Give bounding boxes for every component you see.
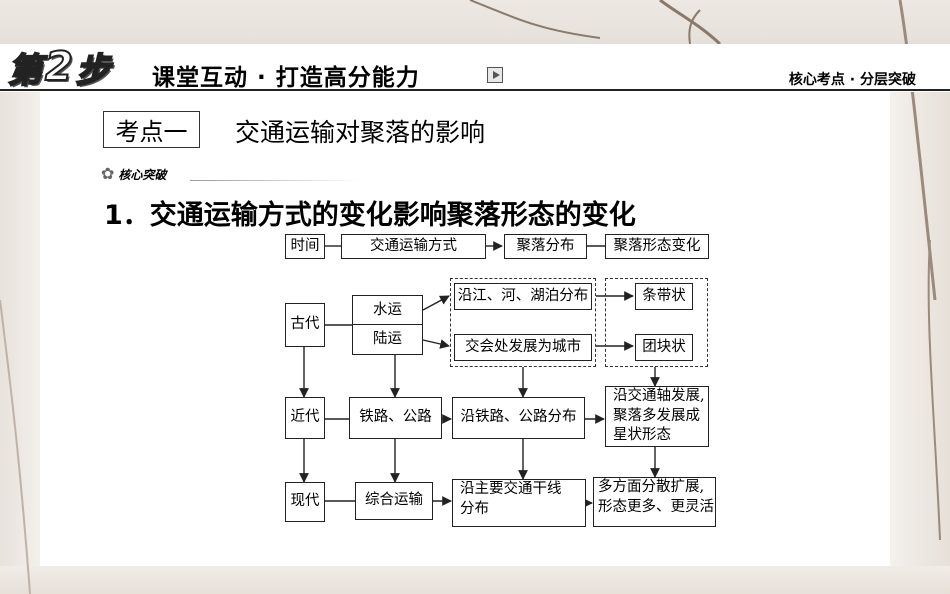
distribution-junction: 交会处发展为城市 [454, 334, 592, 361]
distribution-rivers: 沿江、河、湖泊分布 [454, 283, 592, 310]
header-time: 时间 [285, 234, 325, 259]
topic-label: 考点一 [103, 111, 200, 148]
distribution-rail-road: 沿铁路、公路分布 [452, 397, 585, 439]
era-contemporary: 现代 [285, 482, 325, 522]
trunk-line-text-2: 分布 [460, 500, 489, 517]
core-label-rule [190, 180, 360, 181]
arrow-land-junction [422, 339, 450, 349]
form-diverse: 多方面分散扩展, 形态更多、更灵活 [593, 477, 716, 527]
flower-icon: ✿ [101, 164, 115, 183]
header-right-label: 核心考点 · 分层突破 [788, 72, 916, 88]
form-star-text-3: 星状形态 [613, 427, 671, 444]
dashed-group-form [605, 278, 708, 367]
header-distribution: 聚落分布 [504, 234, 587, 259]
step-prefix: 第 [7, 50, 43, 92]
header-form-change: 聚落形态变化 [605, 234, 709, 259]
play-icon[interactable] [487, 67, 503, 83]
trunk-line-text-1: 沿主要交通干线 [460, 481, 562, 497]
form-strip: 条带状 [635, 283, 693, 310]
form-cluster: 团块状 [635, 334, 693, 361]
form-star-text-1: 沿交通轴发展, [613, 388, 705, 405]
transport-water: 水运 [352, 295, 423, 326]
core-breakthrough-label: ✿ 核心突破 [101, 164, 166, 184]
background-top-band [0, 0, 950, 44]
form-star: 沿交通轴发展, 聚落多发展成 星状形态 [605, 386, 709, 447]
step-suffix: 步 [75, 50, 111, 92]
core-label-text: 核心突破 [118, 167, 167, 182]
header-transport: 交通运输方式 [341, 234, 486, 259]
diagram-connectors [299, 241, 660, 508]
step-badge: 第 2 步 [7, 43, 111, 92]
step-number: 2 [44, 43, 74, 91]
background-right-margin [890, 92, 950, 594]
distribution-trunk-line: 沿主要交通干线 分布 [452, 479, 586, 527]
era-modern: 近代 [285, 397, 325, 439]
era-ancient: 古代 [285, 303, 325, 347]
form-diverse-text-2: 形态更多、更灵活 [598, 498, 714, 515]
form-diverse-text-1: 多方面分散扩展, [598, 479, 705, 495]
background-left-margin [0, 92, 40, 594]
point-heading: 1．交通运输方式的变化影响聚落形态的变化 [104, 200, 636, 231]
header-bar [0, 44, 950, 92]
header-divider [0, 89, 950, 91]
header-title: 课堂互动 · 打造高分能力 [152, 65, 420, 91]
topic-title: 交通运输对聚落的影响 [235, 118, 486, 147]
transport-integrated: 综合运输 [355, 482, 433, 520]
background-bottom-band [0, 566, 950, 594]
form-star-text-2: 聚落多发展成 [613, 407, 700, 424]
transport-land: 陆运 [352, 324, 423, 355]
transport-rail-road: 铁路、公路 [349, 397, 442, 439]
dashed-group-distribution [450, 278, 596, 367]
flow-diagram: 时间 交通运输方式 聚落分布 聚落形态变化 古代 近代 现代 水运 陆运 铁路、… [283, 233, 728, 530]
arrow-water-rivers [422, 295, 450, 311]
